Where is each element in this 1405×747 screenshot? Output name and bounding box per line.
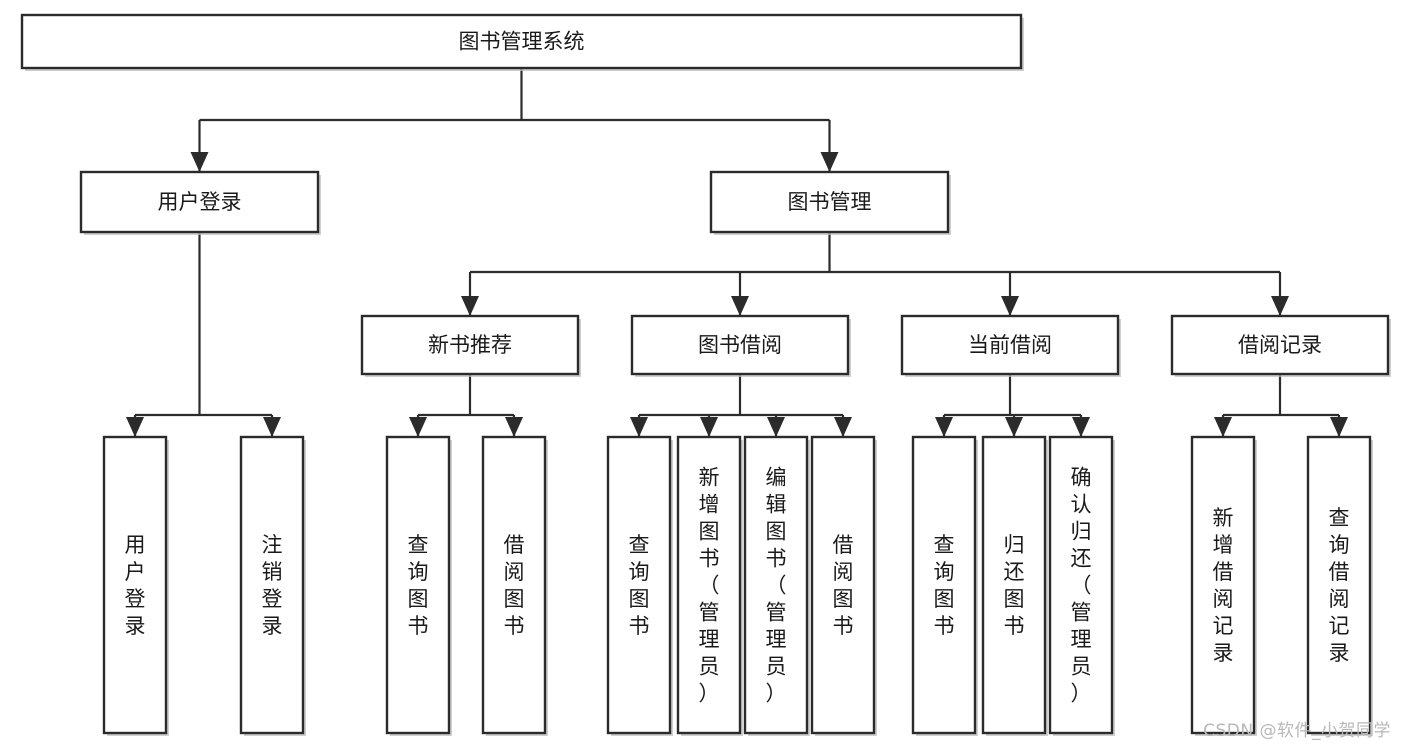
node-new-book-recommend[interactable]: 新书推荐 (360, 314, 581, 377)
arrow-head-icon (409, 417, 427, 437)
arrow-head-icon (190, 152, 209, 172)
node-leaf-return-book[interactable]: 归还图书 (981, 435, 1048, 736)
node-label: 用户登录 (125, 533, 146, 638)
node-current-borrow[interactable]: 当前借阅 (900, 314, 1121, 377)
node-label: 用户登录 (158, 190, 242, 214)
arrow-head-icon (820, 152, 839, 172)
node-leaf-query-book-3[interactable]: 查询图书 (911, 435, 978, 736)
connector-group (190, 68, 839, 172)
node-label: 编辑图书（管理员） (766, 466, 787, 706)
node-leaf-query-book-2[interactable]: 查询图书 (606, 435, 673, 736)
node-label: 确认归还（管理员） (1071, 466, 1092, 706)
node-label: 查询图书 (934, 533, 955, 638)
node-label: 借阅图书 (504, 533, 525, 638)
node-book-manage[interactable]: 图书管理 (709, 170, 951, 235)
node-label: 图书管理 (788, 190, 872, 214)
csdn-watermark: CSDN @软件_小贺同学 (1203, 721, 1391, 741)
connectors-layer (126, 68, 1348, 437)
node-leaf-logout[interactable]: 注销登录 (239, 435, 306, 736)
arrow-head-icon (1072, 417, 1090, 437)
node-leaf-confirm-return[interactable]: 确认归还（管理员） (1048, 435, 1115, 736)
connector-group (126, 232, 281, 437)
arrow-head-icon (1271, 296, 1289, 316)
node-leaf-add-record[interactable]: 新增借阅记录 (1190, 435, 1257, 736)
node-root-root[interactable]: 图书管理系统 (20, 13, 1024, 71)
node-label: 新增图书（管理员） (699, 466, 720, 706)
node-leaf-add-book[interactable]: 新增图书（管理员） (676, 435, 743, 736)
node-label: 新书推荐 (428, 333, 512, 357)
connector-group (630, 374, 852, 437)
node-label: 借阅图书 (833, 533, 854, 638)
arrow-head-icon (126, 417, 144, 437)
node-label: 查询借阅记录 (1329, 506, 1350, 665)
arrow-head-icon (1214, 417, 1232, 437)
connector-group (1214, 374, 1348, 437)
arrow-head-icon (700, 417, 718, 437)
node-leaf-user-login[interactable]: 用户登录 (102, 435, 169, 736)
arrow-head-icon (1005, 417, 1023, 437)
node-label: 归还图书 (1004, 533, 1025, 638)
arrow-head-icon (630, 417, 648, 437)
arrow-head-icon (1330, 417, 1348, 437)
node-label: 查询图书 (408, 533, 429, 638)
connector-group (935, 374, 1090, 437)
node-label: 借阅记录 (1238, 333, 1322, 357)
node-label: 注销登录 (262, 533, 283, 638)
node-label: 图书管理系统 (459, 30, 585, 54)
nodes-layer: 图书管理系统用户登录图书管理新书推荐图书借阅当前借阅借阅记录用户登录注销登录查询… (20, 13, 1391, 736)
connector-group (461, 232, 1289, 316)
node-label: 当前借阅 (968, 333, 1052, 357)
node-leaf-edit-book[interactable]: 编辑图书（管理员） (743, 435, 810, 736)
node-leaf-query-record[interactable]: 查询借阅记录 (1306, 435, 1373, 736)
node-label: 新增借阅记录 (1213, 506, 1234, 665)
node-book-borrow[interactable]: 图书借阅 (630, 314, 851, 377)
node-user-login[interactable]: 用户登录 (79, 170, 321, 235)
arrow-head-icon (767, 417, 785, 437)
node-borrow-record[interactable]: 借阅记录 (1170, 314, 1391, 377)
arrow-head-icon (1001, 296, 1019, 316)
arrow-head-icon (461, 296, 479, 316)
arrow-head-icon (263, 417, 281, 437)
node-label: 图书借阅 (698, 333, 782, 357)
arrow-head-icon (834, 417, 852, 437)
arrow-head-icon (935, 417, 953, 437)
connector-group (409, 374, 523, 437)
node-leaf-borrow-book-2[interactable]: 借阅图书 (810, 435, 877, 736)
arrow-head-icon (505, 417, 523, 437)
node-label: 查询图书 (629, 533, 650, 638)
node-leaf-borrow-book-1[interactable]: 借阅图书 (481, 435, 548, 736)
arrow-head-icon (731, 296, 749, 316)
node-leaf-query-book-1[interactable]: 查询图书 (385, 435, 452, 736)
